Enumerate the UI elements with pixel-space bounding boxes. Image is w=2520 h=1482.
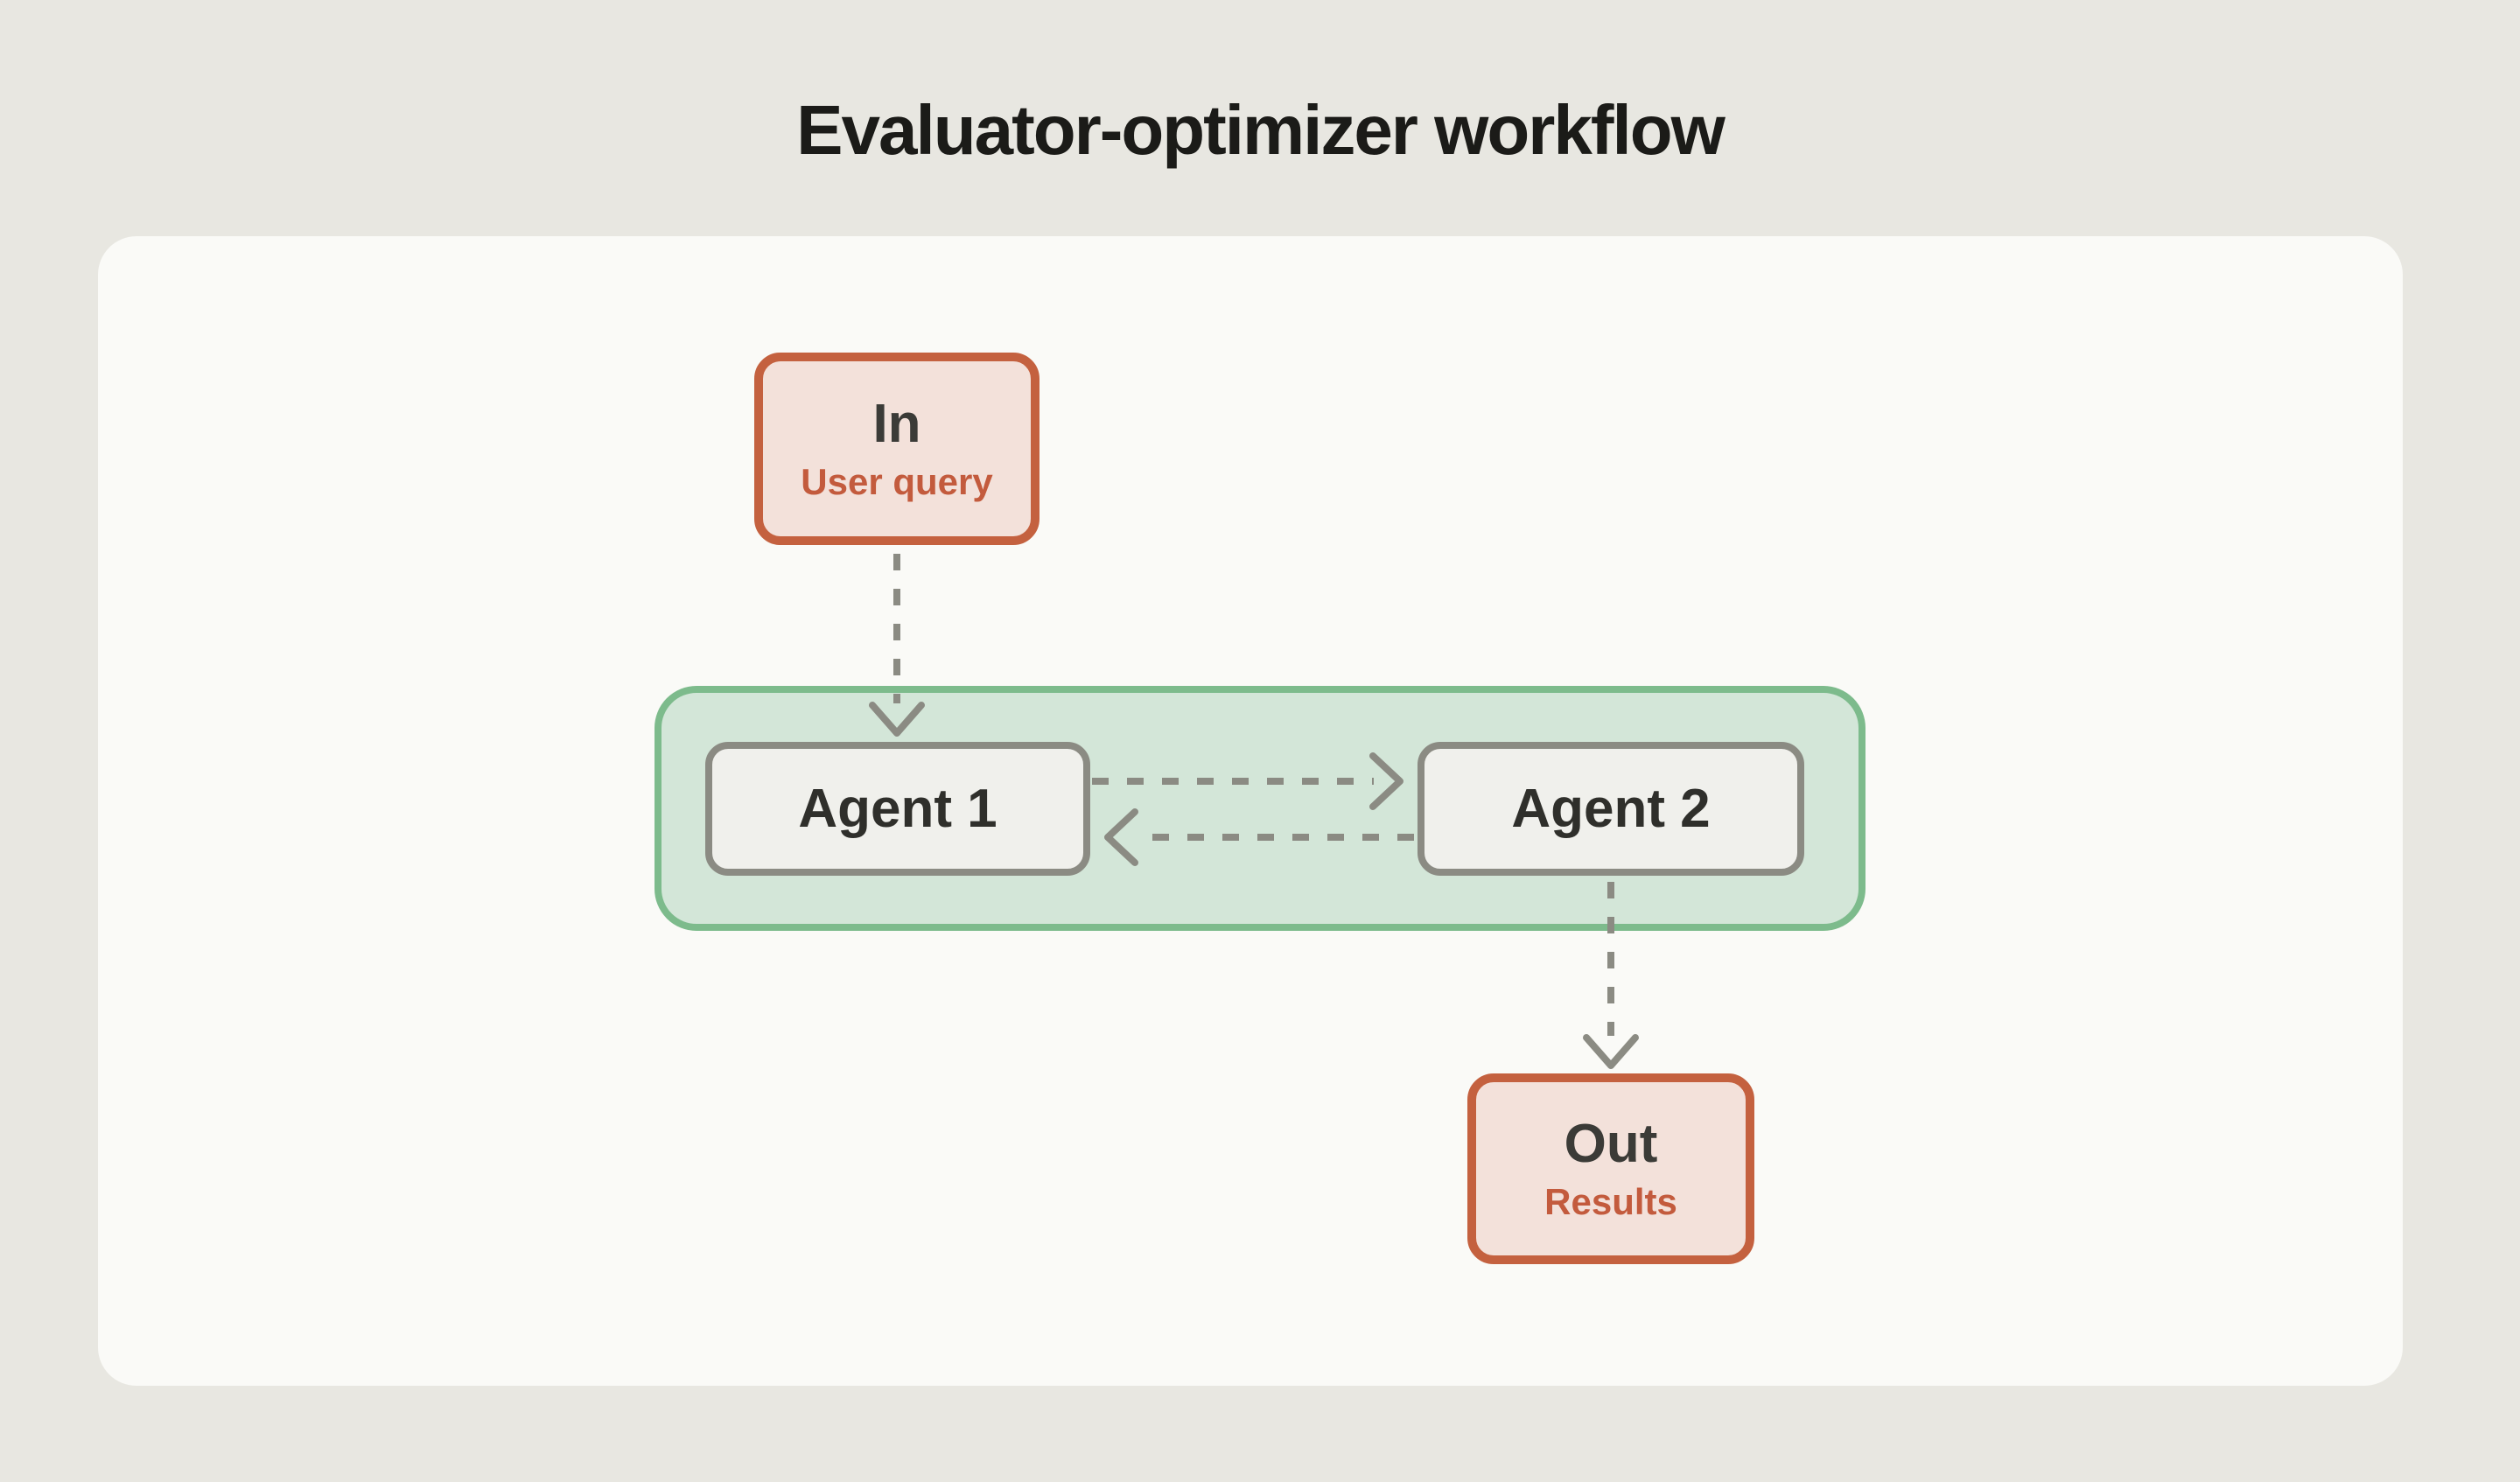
node-agent2: Agent 2 — [1418, 742, 1804, 876]
node-in-label: In — [872, 394, 921, 454]
node-agent1-label: Agent 1 — [798, 778, 998, 839]
node-out-label: Out — [1564, 1114, 1658, 1174]
page-title: Evaluator-optimizer workflow — [796, 91, 1726, 169]
node-agent2-label: Agent 2 — [1511, 778, 1711, 839]
node-in-sublabel: User query — [801, 461, 993, 502]
node-out-sublabel: Results — [1544, 1181, 1677, 1222]
node-agent1: Agent 1 — [705, 742, 1090, 876]
node-out: Out Results — [1467, 1073, 1754, 1264]
node-in: In User query — [754, 353, 1040, 545]
